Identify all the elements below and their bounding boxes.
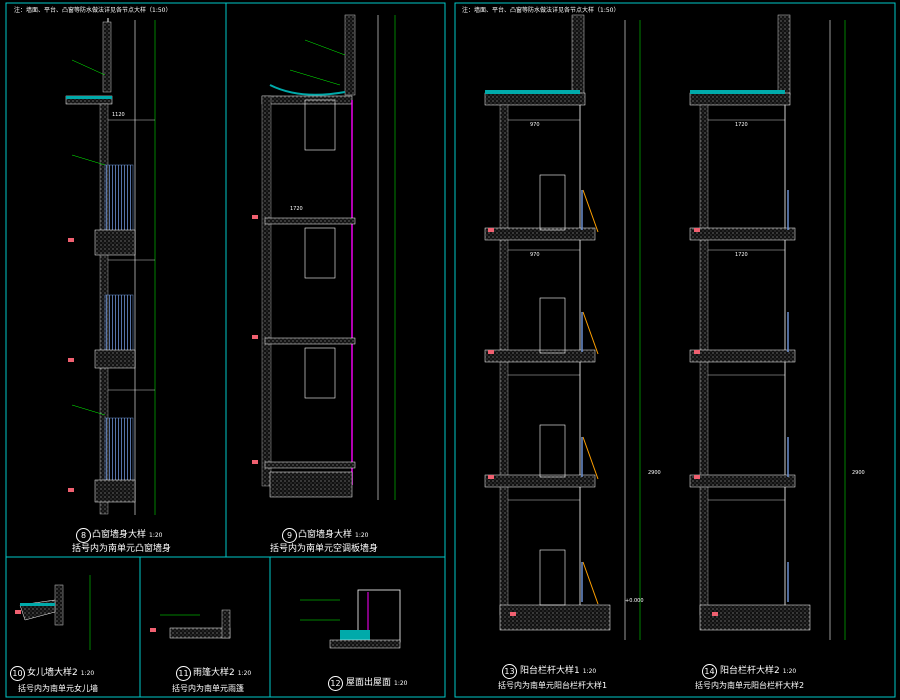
level-label: +0.000 bbox=[625, 598, 644, 604]
detail-9-number: 9 bbox=[282, 528, 297, 543]
detail-14-subtitle: 括号内为南单元阳台栏杆大样2 bbox=[695, 681, 805, 690]
detail-10-drawing bbox=[15, 575, 91, 650]
detail-11-subtitle: 括号内为南单元雨篷 bbox=[172, 684, 244, 693]
dim-label: 2900 bbox=[648, 470, 661, 476]
detail-11-number: 11 bbox=[176, 666, 191, 681]
sheet-note-left: 注：墙面、平台、凸窗等防水做法详见各节点大样（1:50） bbox=[14, 7, 172, 14]
detail-8-number: 8 bbox=[76, 528, 91, 543]
detail-10-subtitle: 括号内为南单元女儿墙 bbox=[18, 684, 98, 693]
dim-label: 1720 bbox=[735, 252, 748, 258]
detail-13-subtitle: 括号内为南单元阳台栏杆大样1 bbox=[498, 681, 608, 690]
detail-9-drawing bbox=[252, 14, 396, 500]
sheet-note-right: 注：墙面、平台、凸窗等防水做法详见各节点大样（1:50） bbox=[462, 7, 620, 14]
detail-14-number: 14 bbox=[702, 664, 717, 679]
detail-11-drawing bbox=[150, 609, 231, 639]
detail-12-number: 12 bbox=[328, 676, 343, 691]
dim-label: 1720 bbox=[290, 206, 303, 212]
detail-8-subtitle: 括号内为南单元凸窗墙身 bbox=[72, 544, 172, 554]
dim-label: 1720 bbox=[735, 122, 748, 128]
dim-label: 2900 bbox=[852, 470, 865, 476]
detail-10-number: 10 bbox=[10, 666, 25, 681]
detail-13-drawing bbox=[484, 14, 641, 640]
detail-9-subtitle: 括号内为南单元空调板墙身 bbox=[270, 544, 379, 554]
dim-label: 970 bbox=[530, 252, 540, 258]
detail-14-drawing bbox=[689, 14, 846, 640]
detail-13-number: 13 bbox=[502, 664, 517, 679]
detail-12-drawing bbox=[300, 589, 401, 649]
dim-label: 970 bbox=[530, 122, 540, 128]
sheet-frames bbox=[5, 2, 896, 698]
detail-8-drawing bbox=[65, 18, 156, 515]
dim-label: 1120 bbox=[112, 112, 125, 118]
